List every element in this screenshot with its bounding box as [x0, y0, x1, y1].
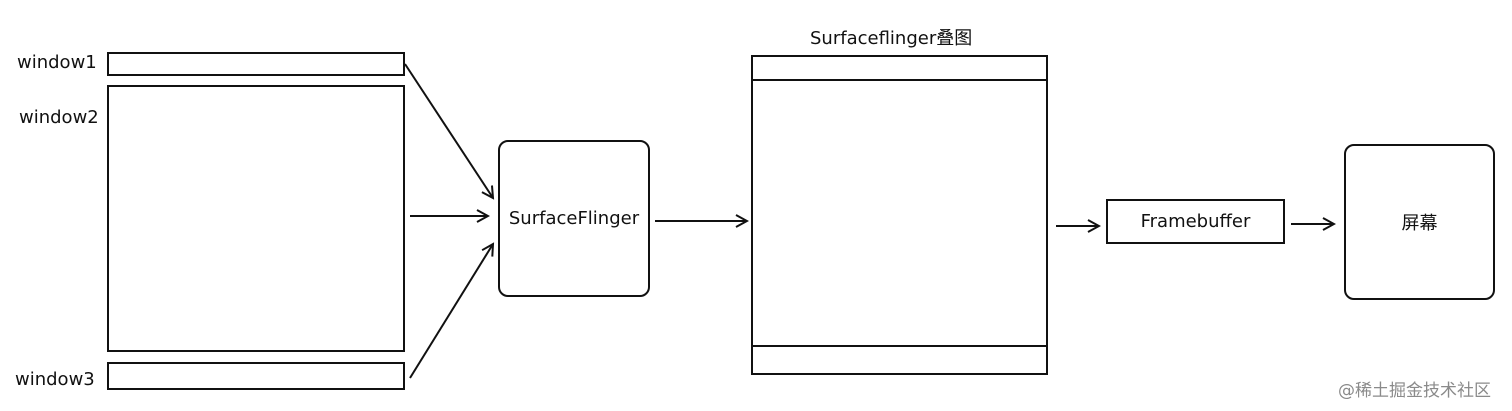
watermark: @稀土掘金技术社区: [1338, 381, 1491, 401]
window3-label: window3: [15, 369, 95, 390]
framebuffer-node: Framebuffer: [1106, 199, 1285, 244]
composition-title: Surfaceflinger叠图: [810, 28, 973, 49]
composition-top-divider: [753, 79, 1046, 81]
composition-bottom-divider: [753, 345, 1046, 347]
window2-box: [107, 85, 405, 352]
window1-box: [107, 52, 405, 76]
arrow-window3-to-surfaceflinger: [409, 244, 493, 379]
screen-label: 屏幕: [1401, 213, 1438, 234]
window3-box: [107, 362, 405, 390]
arrow-window1-to-surfaceflinger: [404, 63, 493, 198]
window1-label: window1: [17, 52, 97, 73]
composition-frame: [751, 55, 1048, 375]
surfaceflinger-node: SurfaceFlinger: [498, 140, 650, 297]
surfaceflinger-label: SurfaceFlinger: [508, 208, 640, 229]
window2-label: window2: [19, 107, 99, 128]
framebuffer-label: Framebuffer: [1140, 211, 1251, 232]
screen-node: 屏幕: [1344, 144, 1495, 300]
